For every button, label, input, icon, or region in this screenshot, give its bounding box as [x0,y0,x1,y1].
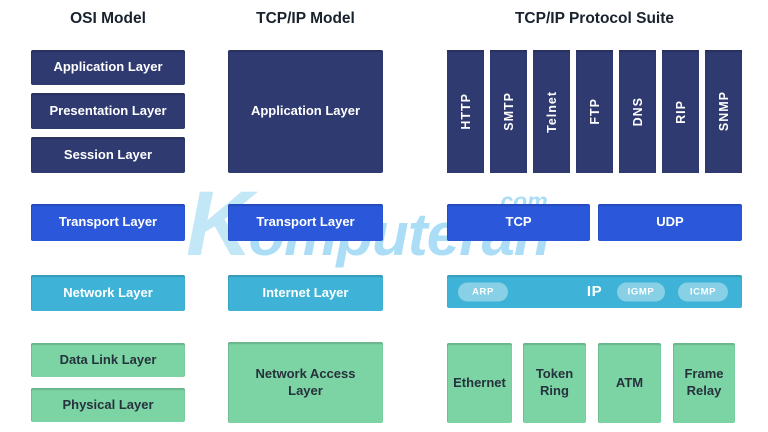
tcpip-application-layer-box: Application Layer [228,50,383,173]
protocol-bar-ftp-label: FTP [587,98,602,125]
protocol-bar-ftp: FTP [576,50,613,173]
ip-bar: IP ARP IGMP ICMP [447,275,742,308]
protocol-bar-http-label: HTTP [458,93,473,130]
osi-session-layer-box: Session Layer [31,137,185,173]
osi-model-title: OSI Model [70,10,146,27]
osi-data-link-layer-box: Data Link Layer [31,343,185,377]
icmp-pill: ICMP [678,282,728,301]
osi-physical-layer-box: Physical Layer [31,388,185,422]
udp-box: UDP [598,204,742,241]
protocol-bar-smtp-label: SMTP [501,92,516,131]
osi-transport-layer-box: Transport Layer [31,204,185,241]
protocol-bar-telnet: Telnet [533,50,570,173]
protocol-bar-snmp-label: SNMP [716,91,731,132]
tcp-box: TCP [447,204,590,241]
osi-network-layer-box: Network Layer [31,275,185,311]
protocol-bar-dns-label: DNS [630,96,645,127]
protocol-bar-smtp: SMTP [490,50,527,173]
frame-relay-box: Frame Relay [673,343,735,423]
atm-box: ATM [598,343,661,423]
protocol-bar-http: HTTP [447,50,484,173]
igmp-pill: IGMP [617,282,665,301]
ethernet-box: Ethernet [447,343,512,423]
protocol-bar-dns: DNS [619,50,656,173]
arp-pill: ARP [458,282,508,301]
osi-application-layer-box: Application Layer [31,50,185,85]
tcpip-model-title: TCP/IP Model [256,10,355,27]
protocol-bar-rip: RIP [662,50,699,173]
protocol-bar-telnet-label: Telnet [544,90,559,133]
protocol-bar-rip-label: RIP [673,99,688,124]
tcpip-transport-layer-box: Transport Layer [228,204,383,241]
osi-presentation-layer-box: Presentation Layer [31,93,185,129]
ip-label: IP [586,283,603,300]
tcpip-network-access-layer-box: Network Access Layer [228,342,383,423]
tcpip-internet-layer-box: Internet Layer [228,275,383,311]
protocol-suite-title: TCP/IP Protocol Suite [514,10,675,27]
protocol-bar-snmp: SNMP [705,50,742,173]
token-ring-box: Token Ring [523,343,586,423]
